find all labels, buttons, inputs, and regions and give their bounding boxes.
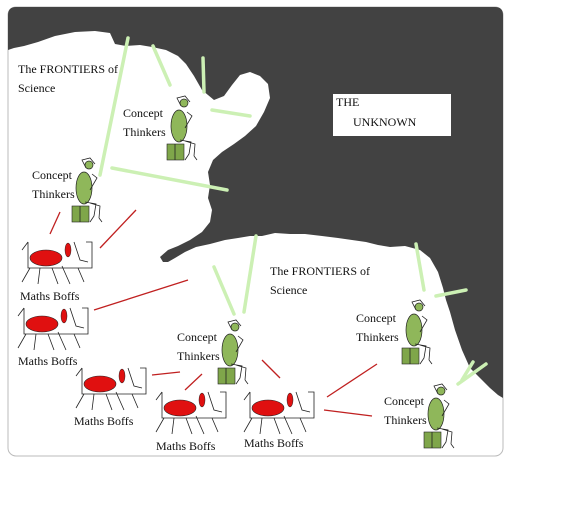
link-line bbox=[184, 373, 203, 391]
link-line bbox=[323, 409, 373, 417]
link-line bbox=[99, 209, 137, 249]
beam bbox=[414, 242, 426, 292]
beams bbox=[98, 36, 488, 386]
beam bbox=[151, 44, 172, 87]
frontier-label-mid-line1: The FRONTIERS of bbox=[270, 264, 370, 278]
beam bbox=[434, 288, 468, 298]
concept-label-1-line2: Thinkers bbox=[123, 125, 166, 139]
beam bbox=[242, 234, 258, 314]
link-line bbox=[261, 359, 281, 379]
beam bbox=[210, 108, 252, 118]
beam bbox=[212, 265, 236, 316]
maths-links bbox=[49, 209, 378, 417]
beam bbox=[460, 360, 475, 382]
concept-label-1-line1: Concept bbox=[123, 106, 164, 120]
maths-label-5: Maths Boffs bbox=[244, 436, 304, 450]
beam bbox=[201, 56, 206, 94]
concept-label-5-line2: Thinkers bbox=[384, 413, 427, 427]
link-line bbox=[326, 363, 378, 398]
maths-label-4: Maths Boffs bbox=[156, 439, 216, 453]
maths-label-2: Maths Boffs bbox=[18, 354, 78, 368]
link-line bbox=[151, 371, 181, 376]
concept-label-2-line2: Thinkers bbox=[32, 187, 75, 201]
maths-label-1: Maths Boffs bbox=[20, 289, 80, 303]
link-line bbox=[49, 211, 61, 235]
frontier-label-top-line2: Science bbox=[18, 81, 55, 95]
concept-label-3-line1: Concept bbox=[177, 330, 218, 344]
maths-label-3: Maths Boffs bbox=[74, 414, 134, 428]
concept-label-3-line2: Thinkers bbox=[177, 349, 220, 363]
labels: The FRONTIERS of Science THE UNKNOWN The… bbox=[18, 62, 427, 453]
beam bbox=[110, 166, 229, 192]
concept-label-4-line1: Concept bbox=[356, 311, 397, 325]
concept-label-2-line1: Concept bbox=[32, 168, 73, 182]
frontier-label-top-line1: The FRONTIERS of bbox=[18, 62, 118, 76]
link-line bbox=[93, 279, 189, 311]
concept-label-4-line2: Thinkers bbox=[356, 330, 399, 344]
unknown-label-line2: UNKNOWN bbox=[353, 115, 417, 129]
unknown-label-box bbox=[333, 94, 451, 136]
beam bbox=[98, 36, 130, 177]
concept-label-5-line1: Concept bbox=[384, 394, 425, 408]
frontier-label-mid-line2: Science bbox=[270, 283, 307, 297]
unknown-label-line1: THE bbox=[336, 95, 359, 109]
